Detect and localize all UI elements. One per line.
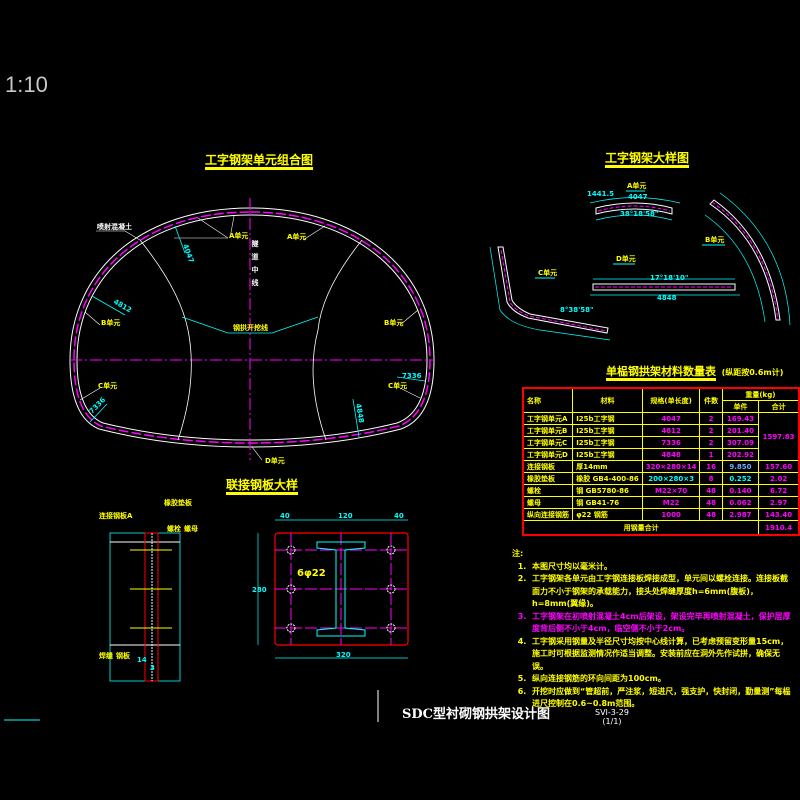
th-material: 材料	[572, 387, 643, 413]
unit-c-shape	[497, 246, 609, 334]
label-a-right: A单元	[287, 232, 306, 241]
note-item: 4.工字钢采用钢量及半径尺寸均按中心线计算，已考虑预留变形量15cm，施工时可根…	[517, 636, 789, 671]
detail-label-b: B单元	[705, 235, 724, 244]
detail-title: 工字钢架大样图	[605, 151, 690, 168]
scale-label: 1:10	[5, 72, 48, 97]
combo-title: 工字钢架单元组合图	[205, 153, 314, 170]
detail-a-length: 4047	[628, 193, 648, 201]
note-item: 1.本图尺寸均以毫米计。	[517, 561, 612, 571]
label-excavation: 钢拱开挖线	[233, 323, 268, 332]
detail-a-angle: 38°18'58"	[620, 210, 659, 218]
bolt-hole	[286, 545, 296, 555]
detail-label-a: A单元	[627, 181, 646, 190]
detail-d-angle: 17°18'10"	[650, 274, 689, 282]
plate-dim-40b: 40	[394, 512, 404, 520]
plate-dim-3: 3	[150, 664, 155, 672]
tunnel-arch-combo: 喷射混凝土 A单元 A单元 B单元 B单元 C单元 C单元 D单元 钢拱开挖线 …	[69, 198, 435, 465]
dim-5: 7336	[402, 372, 422, 380]
label-lining: 喷射混凝土	[97, 222, 132, 231]
bolt-hole	[386, 584, 396, 594]
label-d: D单元	[265, 456, 285, 465]
label-nut: 螺母	[184, 524, 198, 533]
plate-dim-14: 14	[137, 656, 147, 664]
grand-total-label: 用钢量合计	[522, 520, 760, 536]
label-bolt: 螺栓	[167, 524, 181, 533]
notes: 注: 1.本图尺寸均以毫米计。 2.工字钢架各单元由工字钢连接板焊接成型，单元间…	[512, 548, 792, 711]
th-count: 件数	[699, 387, 723, 413]
dim-3: 7336	[88, 396, 108, 416]
label-a-left: A单元	[229, 231, 248, 240]
excavation-curve-right	[312, 239, 363, 441]
bolt-hole	[386, 545, 396, 555]
detail-end-dim: 1441.5	[587, 190, 614, 198]
plate-dim-320: 320	[336, 651, 351, 659]
note-item: 5.纵向连接钢筋的环向间距为100cm。	[517, 674, 666, 683]
notes-heading: 注:	[512, 549, 524, 558]
th-unit: 单件	[721, 400, 760, 413]
i-beam-section	[316, 541, 366, 637]
label-steel: 钢板	[116, 651, 131, 660]
plate-dim-280: 280	[252, 586, 267, 594]
dim-4: 4848	[354, 403, 365, 424]
table-subtitle: (纵距按0.6m计)	[721, 368, 784, 377]
table-heading: 单榀钢拱架材料数量表 (纵距按0.6m计)	[606, 360, 784, 381]
note-item: 6.开挖时应做到“管超前，严注浆，短进尺，强支护，快封闭，勤量测”每榀进尺控制在…	[517, 686, 791, 709]
unit-d-shape	[592, 283, 736, 291]
label-b-left: B单元	[101, 318, 120, 327]
label-weld: 焊缝	[99, 651, 113, 660]
bolt-hole	[286, 623, 296, 633]
drawing-title: SDC型衬砌钢拱架设计图	[402, 707, 551, 722]
table-title: 单榀钢拱架材料数量表	[606, 365, 716, 381]
bolt-hole	[286, 584, 296, 594]
table-total-row: 用钢量合计 1910.4	[522, 520, 800, 536]
note-item: 2.工字钢架各单元由工字钢连接板焊接成型，单元间以螺栓连接。连接板截面力不小于钢…	[517, 574, 788, 608]
sheet-number: (1/1)	[602, 717, 622, 726]
label-holes: 6φ22	[297, 568, 326, 579]
plate-dim-120: 120	[338, 512, 353, 520]
drawing-code: SVI-3-29 (1/1)	[595, 708, 629, 726]
steel-frame-details: A单元 B单元 C单元 D单元 4047 38°18'58" 17°18'10"…	[489, 181, 791, 341]
label-plate: 连接钢板A	[99, 511, 133, 520]
th-spec: 规格(单长度)	[641, 387, 701, 413]
steel-sum: 1597.83	[758, 412, 800, 461]
dim-2: 4812	[112, 298, 133, 315]
drawing-number: SVI-3-29	[595, 708, 629, 717]
connection-plate-detail: 40 120 40 280 320 14 3 6φ22 连接钢板A 橡胶垫板 螺…	[99, 498, 409, 682]
excavation-leader	[181, 316, 319, 334]
excavation-curve-left	[139, 239, 192, 441]
th-name: 名称	[522, 387, 574, 413]
th-weight: 重量(kg)	[721, 387, 800, 401]
plate-title: 联接钢板大样	[226, 478, 299, 495]
detail-label-c: C单元	[538, 268, 557, 277]
unit-a-shape	[595, 202, 673, 215]
label-c-right: C单元	[388, 381, 407, 390]
label-b-right: B单元	[384, 318, 403, 327]
label-c-left: C单元	[98, 381, 117, 390]
detail-label-d: D单元	[616, 254, 636, 263]
bolt-hole	[386, 623, 396, 633]
dim-1: 4047	[181, 243, 195, 264]
th-total: 合计	[758, 400, 800, 413]
label-rubber: 橡胶垫板	[164, 498, 193, 507]
plate-dim-40a: 40	[280, 512, 290, 520]
grand-total-value: 1910.4	[758, 520, 800, 536]
detail-c-angle: 8°38'58"	[560, 306, 594, 314]
note-item: 3.工字钢架在初喷射混凝土4cm后架设，架设完毕再喷射混凝土，保护层厚度背后侧不…	[517, 611, 791, 634]
label-centerline: 隧道中线	[251, 239, 260, 292]
detail-d-length: 4848	[657, 294, 677, 302]
unit-b-shape	[709, 199, 781, 321]
